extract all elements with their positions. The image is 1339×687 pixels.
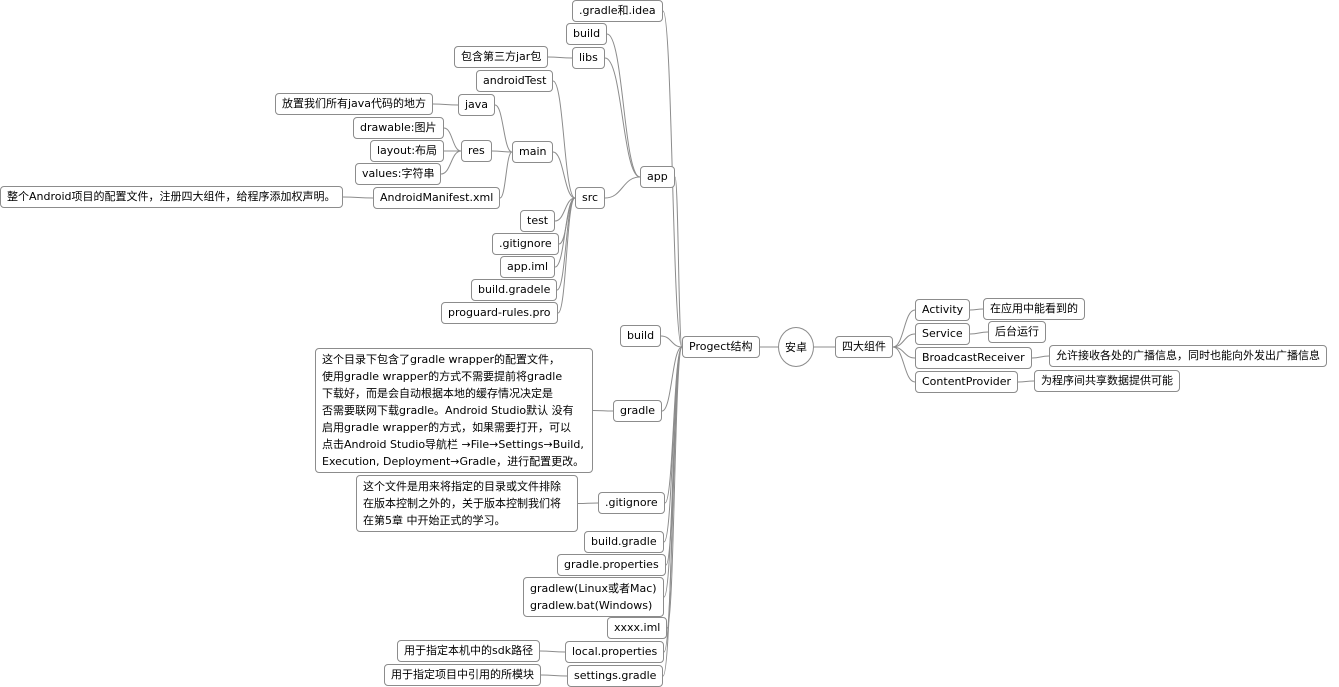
- note-android-manifest[interactable]: 整个Android项目的配置文件，注册四大组件，给程序添加权声明。: [0, 186, 343, 208]
- node-build-gradle[interactable]: build.gradle: [584, 531, 664, 553]
- node-test[interactable]: test: [520, 210, 556, 232]
- node-build[interactable]: build: [620, 325, 662, 347]
- connector-node-settings-gradle: [662, 346, 683, 677]
- note-gradle-line: Execution, Deployment→Gradle，进行配置更改。: [322, 455, 585, 468]
- center-node-android[interactable]: 安卓: [778, 327, 814, 367]
- node-src[interactable]: src: [575, 187, 606, 209]
- connector-node-drawable: [443, 127, 462, 152]
- node-build-gradele[interactable]: build.gradele: [471, 279, 558, 301]
- connector-node-app-build: [606, 33, 641, 178]
- connector-node-app: [674, 176, 683, 348]
- node-libs[interactable]: libs: [572, 47, 605, 69]
- node-values[interactable]: values:字符串: [355, 163, 442, 185]
- node-drawable[interactable]: drawable:图片: [353, 117, 444, 139]
- connector-note-content-provider: [1017, 380, 1035, 383]
- connector-node-proguard-rules: [557, 197, 576, 314]
- connector-node-android-manifest: [499, 151, 513, 199]
- note-gradle-line: 使用gradle wrapper的方式不需要提前将gradle: [322, 370, 563, 383]
- note-local-properties[interactable]: 用于指定本机中的sdk路径: [397, 640, 541, 662]
- connector-note-service: [969, 331, 989, 335]
- note-java[interactable]: 放置我们所有java代码的地方: [275, 93, 434, 115]
- node-gradle[interactable]: gradle: [613, 400, 663, 422]
- node-project-structure[interactable]: Progect结构: [682, 336, 760, 358]
- connector-node-service: [892, 333, 916, 348]
- connector-node-java: [494, 104, 513, 153]
- node-four-components[interactable]: 四大组件: [835, 336, 893, 358]
- connector-node-res: [491, 150, 513, 153]
- node-gradle-properties[interactable]: gradle.properties: [557, 554, 666, 576]
- note-gitignore-line: 在第5章 中开始正式的学习。: [363, 514, 506, 527]
- connector-note-android-manifest: [342, 196, 374, 199]
- connector-note-activity: [969, 308, 984, 311]
- connector-note-settings-gradle: [540, 674, 568, 677]
- node-res[interactable]: res: [461, 140, 492, 162]
- node-local-properties[interactable]: local.properties: [565, 641, 665, 663]
- note-gradle-line: 这个目录下包含了gradle wrapper的配置文件，: [322, 353, 561, 366]
- note-broadcast-receiver[interactable]: 允许接收各处的广播信息，同时也能向外发出广播信息: [1049, 345, 1327, 367]
- connector-note-java: [432, 103, 459, 106]
- note-gradle-line: 启用gradle wrapper的方式，如果需要打开，可以: [322, 421, 572, 434]
- node-java[interactable]: java: [458, 94, 496, 116]
- node-proguard-rules[interactable]: proguard-rules.pro: [441, 302, 558, 324]
- node-service[interactable]: Service: [915, 323, 970, 345]
- node-gradlew[interactable]: gradlew(Linux或者Mac) gradlew.bat(Windows): [523, 577, 664, 617]
- connector-node-android-test: [552, 80, 576, 199]
- connector-node-main: [552, 151, 576, 199]
- node-content-provider[interactable]: ContentProvider: [915, 371, 1019, 393]
- connector-note-broadcast-receiver: [1031, 355, 1050, 359]
- node-android-manifest[interactable]: AndroidManifest.xml: [373, 187, 501, 209]
- node-gradle-idea[interactable]: .gradle和.idea: [572, 0, 663, 22]
- connector-node-gradle: [661, 346, 683, 412]
- node-src-gitignore[interactable]: .gitignore: [492, 233, 559, 255]
- note-settings-gradle[interactable]: 用于指定项目中引用的所模块: [384, 664, 541, 686]
- note-service[interactable]: 后台运行: [988, 321, 1046, 343]
- connector-note-local-properties: [539, 650, 566, 653]
- node-xxxx-iml[interactable]: xxxx.iml: [607, 617, 668, 639]
- note-gitignore-line: 在版本控制之外的，关于版本控制我们将: [363, 497, 561, 510]
- node-activity[interactable]: Activity: [915, 299, 971, 321]
- connector-node-content-provider: [892, 346, 916, 383]
- node-broadcast-receiver[interactable]: BroadcastReceiver: [915, 347, 1032, 369]
- node-app-iml[interactable]: app.iml: [500, 256, 556, 278]
- connector-note-gradle: [592, 410, 614, 412]
- gradlew-line: gradlew(Linux或者Mac): [530, 582, 657, 595]
- node-settings-gradle[interactable]: settings.gradle: [567, 665, 664, 687]
- connector-node-values: [440, 150, 462, 175]
- note-gradle-line: 下载好，而是会自动根据本地的缓存情况决定是: [322, 387, 553, 400]
- note-libs[interactable]: 包含第三方jar包: [454, 46, 549, 68]
- connector-node-build: [660, 335, 683, 348]
- gradlew-bat-line: gradlew.bat(Windows): [530, 599, 653, 612]
- connector-note-gitignore: [577, 502, 599, 504]
- connector-node-app-iml: [554, 197, 576, 268]
- note-gitignore[interactable]: 这个文件是用来将指定的目录或文件排除 在版本控制之外的，关于版本控制我们将 在第…: [356, 475, 578, 532]
- note-content-provider[interactable]: 为程序间共享数据提供可能: [1034, 370, 1180, 392]
- connector-node-gradlew: [663, 346, 683, 598]
- node-android-test[interactable]: androidTest: [476, 70, 554, 92]
- connector-node-src: [604, 176, 641, 199]
- note-gitignore-line: 这个文件是用来将指定的目录或文件排除: [363, 480, 561, 493]
- note-gradle-line: 点击Android Studio导航栏 →File→Settings→Build…: [322, 438, 584, 451]
- node-main[interactable]: main: [512, 141, 554, 163]
- connector-node-activity: [892, 309, 916, 348]
- node-app[interactable]: app: [640, 166, 675, 188]
- node-app-build[interactable]: build: [566, 23, 608, 45]
- note-gradle[interactable]: 这个目录下包含了gradle wrapper的配置文件， 使用gradle wr…: [315, 348, 593, 473]
- note-activity[interactable]: 在应用中能看到的: [983, 298, 1085, 320]
- note-gradle-line: 否需要联网下载gradle。Android Studio默认 没有: [322, 404, 574, 417]
- node-layout[interactable]: layout:布局: [370, 140, 445, 162]
- connector-node-libs: [604, 57, 641, 178]
- node-gitignore-root[interactable]: .gitignore: [598, 492, 665, 514]
- connector-note-libs: [547, 56, 573, 59]
